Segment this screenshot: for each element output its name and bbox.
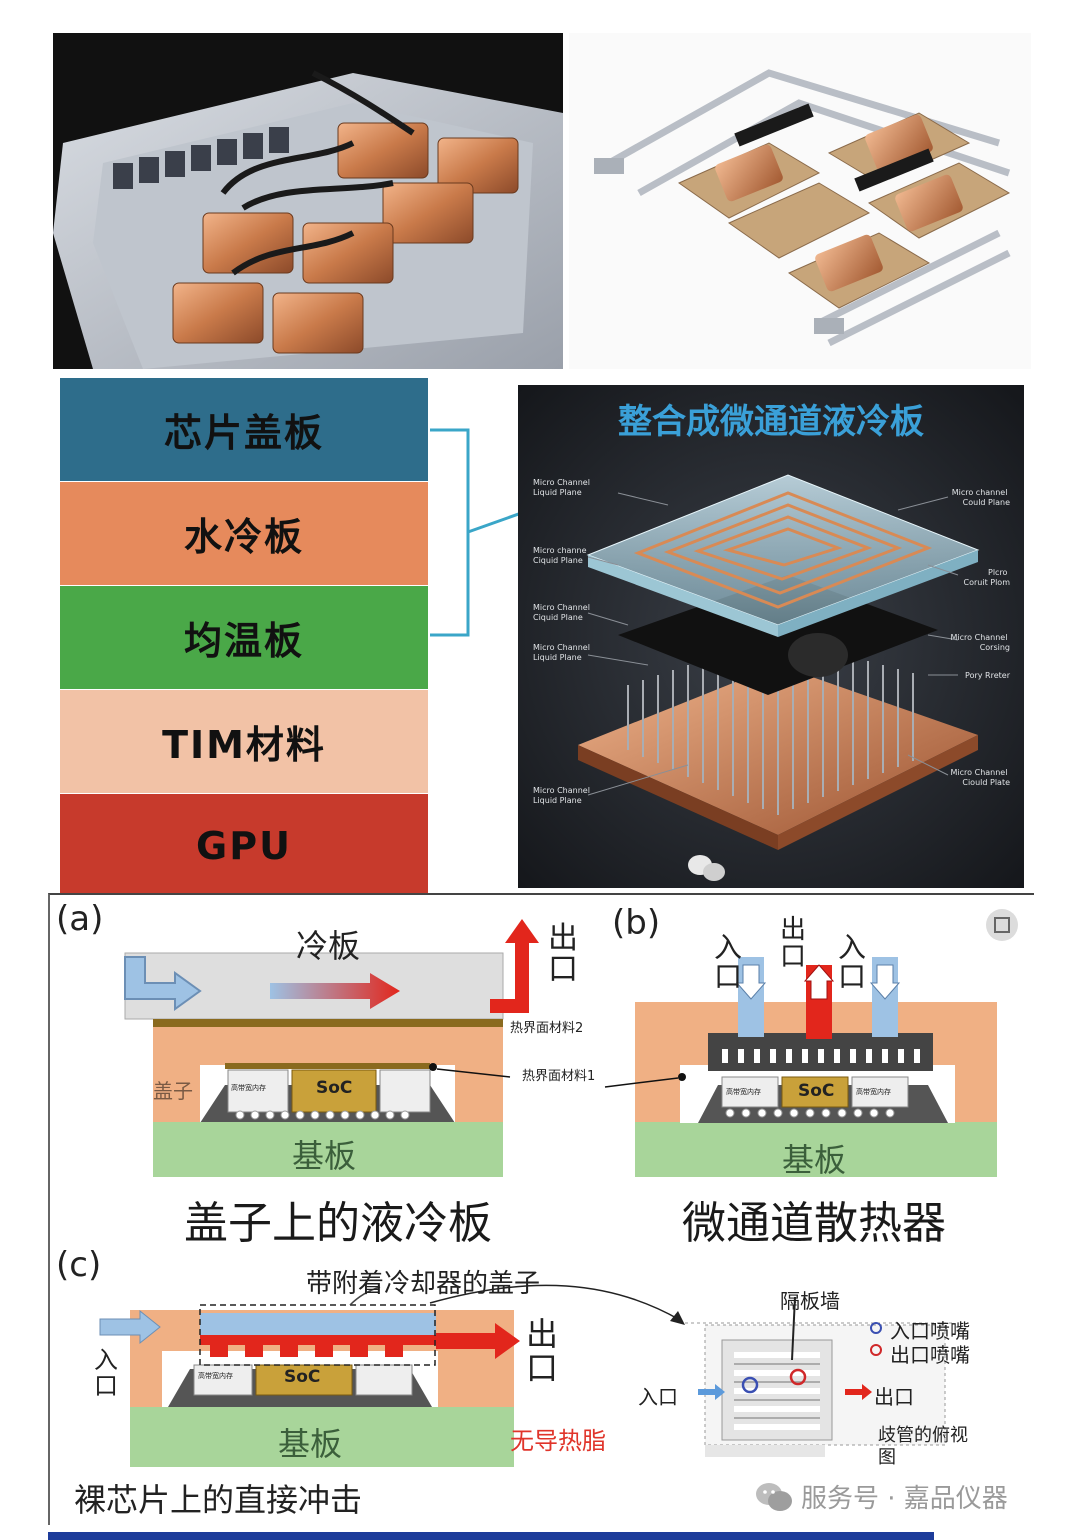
soc-label-b: SoC bbox=[798, 1081, 835, 1101]
outlet-label-b: 出口 bbox=[780, 915, 807, 972]
callout-left-5: Micro Channel Liquid Plane bbox=[533, 786, 592, 805]
callout-left-2: Micro channe Ciquid Plane bbox=[533, 546, 589, 565]
cooling-comparison-panel: (a) 冷板 出口 热界面材料2 热界面材料1 盖子 SoC 高带宽内存 基板 … bbox=[48, 893, 1034, 1525]
server-tray-photo bbox=[53, 33, 563, 369]
top-view-label: 歧管的俯视图 bbox=[878, 1425, 968, 1468]
layer-label: GPU bbox=[196, 823, 292, 868]
callout-right-1-line: Micro channel bbox=[952, 488, 1008, 497]
no-grease-label: 无导热脂 bbox=[510, 1427, 606, 1455]
hbm-label-c: 高带宽内存 bbox=[198, 1372, 233, 1380]
layer-gpu: GPU bbox=[60, 794, 428, 897]
callout-right-5-line: Ciould Plate bbox=[962, 778, 1010, 787]
inlet-nozzle-label: 入口喷嘴 bbox=[890, 1319, 970, 1343]
top-view-inlet-label: 入口 bbox=[638, 1385, 678, 1409]
wechat-icon bbox=[756, 1482, 792, 1511]
layer-tim-material: TIM材料 bbox=[60, 690, 428, 793]
callout-right-2: Plcro Coruit Plom bbox=[964, 568, 1011, 587]
tag-c: (c) bbox=[56, 1245, 102, 1285]
hbm-label-b-left: 高带宽内存 bbox=[726, 1088, 761, 1096]
caption-a: 盖子上的液冷板 bbox=[184, 1198, 492, 1249]
callout-left-1-line: Liquid Plane bbox=[533, 488, 582, 497]
callout-left-2-line: Micro channe bbox=[533, 546, 587, 555]
substrate-label-c: 基板 bbox=[278, 1425, 343, 1463]
tim1-label: 热界面材料1 bbox=[522, 1069, 596, 1084]
hbm-label-a: 高带宽内存 bbox=[231, 1084, 266, 1092]
baffle-label: 隔板墙 bbox=[780, 1289, 840, 1313]
substrate-label-b: 基板 bbox=[782, 1141, 847, 1179]
layer-label: TIM材料 bbox=[162, 723, 326, 767]
soc-label-c: SoC bbox=[284, 1367, 321, 1387]
top-view-outlet-label: 出口 bbox=[874, 1385, 914, 1409]
lid-label: 盖子 bbox=[153, 1079, 193, 1103]
tag-a: (a) bbox=[56, 899, 104, 939]
layer-chip-lid: 芯片盖板 bbox=[60, 378, 428, 481]
callout-left-3: Micro Channel Ciquid Plane bbox=[533, 603, 592, 622]
callout-left-4-line: Liquid Plane bbox=[533, 653, 582, 662]
layer-vapor-chamber: 均温板 bbox=[60, 586, 428, 689]
callout-right-3-line: Micro Channel bbox=[951, 633, 1008, 642]
callout-left-4: Micro Channel Liquid Plane bbox=[533, 643, 592, 662]
outlet-nozzle-label: 出口喷嘴 bbox=[890, 1343, 970, 1367]
callout-right-3: Micro Channel Corsing bbox=[951, 633, 1010, 652]
microchannel-render: 整合成微通道液冷板 Micro Channel Liquid Plane Mic… bbox=[518, 385, 1024, 888]
callout-right-3-line: Corsing bbox=[980, 643, 1010, 652]
layer-label: 均温板 bbox=[183, 619, 304, 663]
tim2-label: 热界面材料2 bbox=[510, 1021, 584, 1036]
callout-left-1: Micro Channel Liquid Plane bbox=[533, 478, 592, 497]
callout-left-2-line: Ciquid Plane bbox=[533, 556, 583, 565]
callout-left-5-line: Liquid Plane bbox=[533, 796, 582, 805]
inlet-right-label-b: 入口 bbox=[838, 931, 867, 993]
watermark: 服务号 · 嘉品仪器 bbox=[755, 1478, 1008, 1515]
inlet-label-c: 入口 bbox=[94, 1346, 118, 1400]
callout-left-3-line: Micro Channel bbox=[533, 603, 590, 612]
outlet-label-a: 出口 bbox=[548, 921, 578, 987]
soc-label-a: SoC bbox=[316, 1078, 353, 1098]
bottom-bar bbox=[48, 1532, 934, 1540]
callout-left-4-line: Micro Channel bbox=[533, 643, 590, 652]
hbm-label-b-right: 高带宽内存 bbox=[856, 1088, 891, 1096]
callout-right-2-line: Plcro bbox=[988, 568, 1008, 577]
callout-left-5-line: Micro Channel bbox=[533, 786, 590, 795]
watermark-text: 服务号 · 嘉品仪器 bbox=[801, 1484, 1008, 1514]
manifold-photo bbox=[569, 33, 1031, 369]
callout-left-1-line: Micro Channel bbox=[533, 478, 590, 487]
wechat-icon bbox=[688, 855, 725, 881]
outlet-label-c: 出口 bbox=[526, 1315, 559, 1387]
expand-icon[interactable] bbox=[986, 909, 1018, 941]
layer-label: 水冷板 bbox=[183, 515, 304, 559]
lid-with-cooler-label: 带附着冷却器的盖子 bbox=[306, 1269, 541, 1299]
callout-right-5-line: Micro Channel bbox=[951, 768, 1008, 777]
callout-right-1: Micro channel Could Plane bbox=[952, 488, 1010, 507]
layer-water-cold-plate: 水冷板 bbox=[60, 482, 428, 585]
tag-b: (b) bbox=[612, 903, 661, 943]
callout-right-2-line: Coruit Plom bbox=[964, 578, 1011, 587]
substrate-label-a: 基板 bbox=[292, 1137, 357, 1175]
layer-label: 芯片盖板 bbox=[163, 411, 324, 455]
callout-right-1-line: Could Plane bbox=[963, 498, 1010, 507]
callout-left-3-line: Ciquid Plane bbox=[533, 613, 583, 622]
callout-right-4: Pory Rreter bbox=[965, 671, 1011, 680]
render-title: 整合成微通道液冷板 bbox=[618, 402, 924, 442]
caption-b: 微通道散热器 bbox=[682, 1198, 946, 1249]
callout-right-5: Micro Channel Ciould Plate bbox=[951, 768, 1011, 787]
caption-c: 裸芯片上的直接冲击 bbox=[74, 1481, 363, 1519]
cold-plate-label: 冷板 bbox=[296, 927, 361, 965]
inlet-left-label-b: 入口 bbox=[714, 931, 743, 993]
